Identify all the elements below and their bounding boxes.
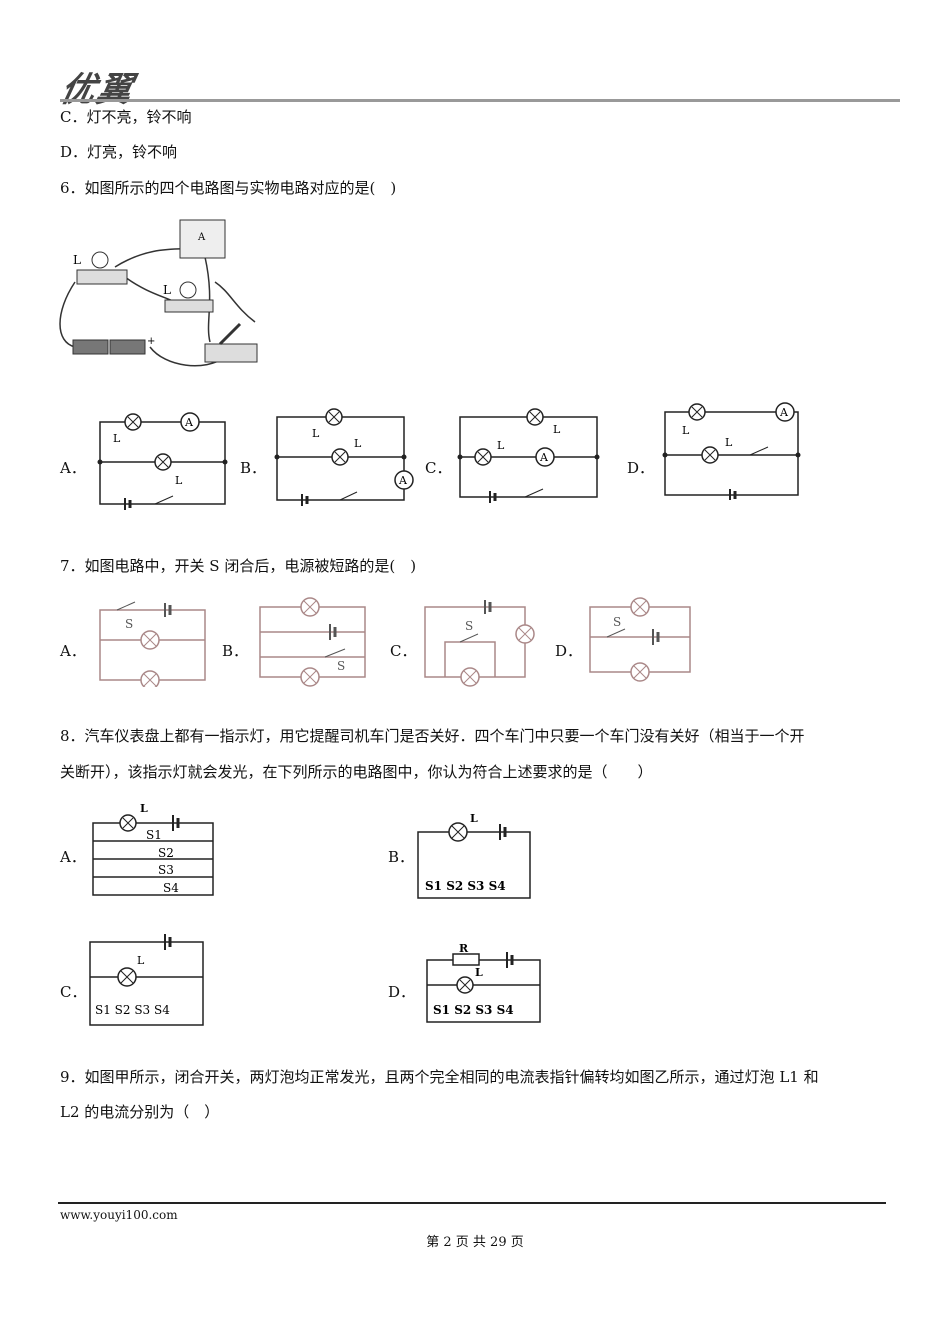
svg-text:S1 S2 S3 S4: S1 S2 S3 S4 [95,1003,170,1017]
q6-circuit-c: A L L [457,408,600,503]
q9-stem-line1: 9．如图甲所示，闭合开关，两灯泡均正常发光，且两个完全相同的电流表指针偏转均如图… [60,1068,819,1086]
q7-label-d: D． [555,642,583,660]
q8-label-b: B． [388,848,415,866]
svg-text:L: L [470,812,478,825]
q7-circuit-d: S [589,597,691,682]
q7-label-a: A． [60,642,86,660]
svg-text:L: L [497,439,505,452]
q6-label-c: C． [425,459,452,477]
svg-text:S: S [465,619,473,633]
q8-label-c: C． [60,983,87,1001]
svg-text:S2: S2 [158,846,174,860]
svg-text:L: L [163,283,171,297]
svg-text:L: L [682,424,690,437]
svg-text:S1 S2 S3 S4: S1 S2 S3 S4 [433,1003,514,1017]
q8-circuit-d: R L S1 S2 S3 S4 [426,942,541,1023]
svg-text:L: L [475,966,483,979]
q8-label-a: A． [60,848,86,866]
svg-text:A: A [184,416,194,429]
q7-stem: 7．如图电路中，开关 S 闭合后，电源被短路的是( ) [60,557,417,575]
svg-text:L: L [175,474,183,487]
footer-website: www.youyi100.com [60,1208,178,1222]
svg-text:L: L [73,253,81,267]
svg-text:L: L [354,437,362,450]
svg-text:L: L [140,802,148,815]
q7-label-c: C． [390,642,417,660]
q8-stem-line2: 关断开），该指示灯就会发光，在下列所示的电路图中，你认为符合上述要求的是（ ） [60,763,653,781]
svg-text:S1 S2 S3 S4: S1 S2 S3 S4 [425,879,506,893]
svg-text:L: L [725,436,733,449]
brand-logo: 优翼 [57,70,138,110]
svg-text:S: S [337,659,345,673]
svg-text:S1: S1 [146,828,162,842]
q7-circuit-b: S [259,597,366,687]
footer-page-number: 第 2 页 共 29 页 [426,1235,524,1250]
q5-option-c: C．灯不亮，铃不响 [60,108,192,126]
svg-text:A: A [398,474,408,487]
q5-option-d: D．灯亮，铃不响 [60,143,178,161]
q8-stem-line1: 8．汽车仪表盘上都有一指示灯，用它提醒司机车门是否关好．四个车门中只要一个车门没… [60,727,805,745]
q6-stem: 6．如图所示的四个电路图与实物电路对应的是( ) [60,179,397,197]
q6-label-d: D． [627,459,655,477]
q6-circuit-d: A L L [662,402,801,500]
svg-text:L: L [553,423,561,436]
q9-stem-line2: L2 的电流分别为（ ） [60,1103,220,1121]
svg-text:S3: S3 [158,863,174,877]
q6-physical-circuit-figure: L A L + [59,219,258,367]
svg-text:L: L [137,954,145,967]
q8-label-d: D． [388,983,416,1001]
svg-text:L: L [113,432,121,445]
svg-text:+: + [147,336,155,347]
q7-label-b: B． [222,642,249,660]
q8-circuit-a: L S1 S2 S3 S4 [92,802,214,896]
svg-text:S: S [613,615,621,629]
q6-label-b: B． [240,459,267,477]
q7-circuit-c: S [424,600,535,687]
q6-circuit-b: A L L [274,408,414,506]
q6-label-a: A． [60,459,86,477]
q8-circuit-c: L S1 S2 S3 S4 [89,934,204,1026]
q8-circuit-b: L S1 S2 S3 S4 [417,812,531,899]
svg-text:S: S [125,617,133,631]
svg-text:A: A [197,232,206,243]
footer-rule [58,1202,886,1204]
svg-text:A: A [779,406,789,419]
svg-text:A: A [539,451,549,464]
header-rule [60,99,900,102]
svg-text:R: R [459,942,469,955]
svg-text:S4: S4 [163,881,179,895]
q6-circuit-a: A L L [97,412,228,510]
q7-circuit-a: S [99,601,206,687]
svg-text:L: L [312,427,320,440]
